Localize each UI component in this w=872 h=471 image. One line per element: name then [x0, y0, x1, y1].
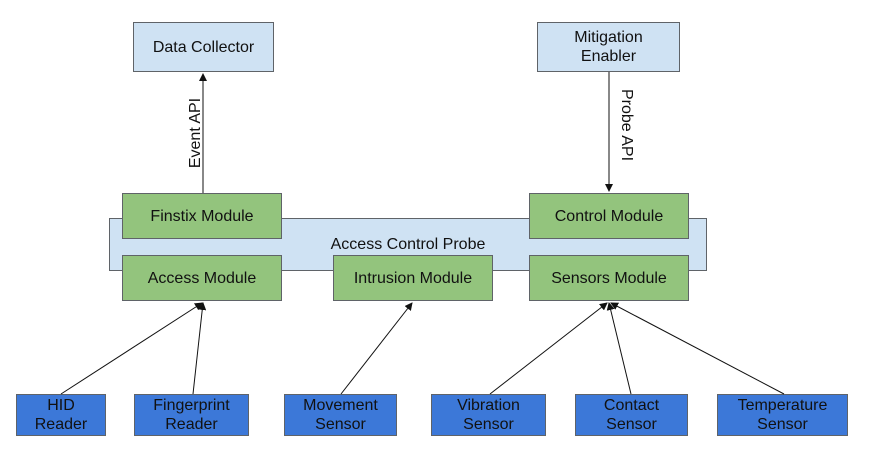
device-line1: Movement: [303, 397, 378, 414]
device-line2: Reader: [34, 416, 88, 433]
device-line1: Temperature: [737, 397, 828, 414]
device-line1: Contact: [603, 397, 660, 414]
sensors-module-box: Sensors Module: [529, 255, 689, 301]
contact-to-sensors-arrow: [606, 302, 632, 395]
movement-to-intrusion-arrow: [340, 302, 413, 395]
device-line2: Sensor: [463, 416, 514, 433]
data-collector-box: Data Collector: [133, 22, 274, 72]
intrusion-module-label: Intrusion Module: [353, 269, 473, 287]
access-module-label: Access Module: [147, 269, 257, 287]
mitigation-enabler-label-line1: Mitigation: [574, 29, 643, 46]
device-line1: HID: [47, 397, 75, 414]
intrusion-module-box: Intrusion Module: [333, 255, 493, 301]
device-fingerprint-reader: Fingerprint Reader: [134, 394, 249, 436]
device-line2: Sensor: [606, 416, 657, 433]
mitigation-enabler-box: Mitigation Enabler: [537, 22, 680, 72]
device-hid-reader: HID Reader: [16, 394, 106, 436]
device-vibration-sensor: Vibration Sensor: [431, 394, 546, 436]
control-module-box: Control Module: [529, 193, 689, 239]
sensors-module-label: Sensors Module: [551, 269, 667, 287]
access-module-box: Access Module: [122, 255, 282, 301]
temperature-to-sensors-arrow: [610, 302, 785, 395]
probe-api-label: Probe API: [618, 88, 635, 162]
mitigation-enabler-label-line2: Enabler: [580, 48, 637, 65]
finstix-module-label: Finstix Module: [150, 207, 254, 225]
control-module-label: Control Module: [554, 207, 664, 225]
hid-to-access-arrow: [60, 302, 203, 395]
device-line1: Fingerprint: [153, 397, 230, 414]
data-collector-label: Data Collector: [152, 38, 255, 56]
device-line2: Sensor: [757, 416, 808, 433]
finstix-module-box: Finstix Module: [122, 193, 282, 239]
device-temperature-sensor: Temperature Sensor: [717, 394, 848, 436]
device-line2: Sensor: [315, 416, 366, 433]
device-line2: Reader: [165, 416, 218, 433]
vibration-to-sensors-arrow: [489, 302, 608, 395]
fingerprint-to-access-arrow: [192, 302, 207, 395]
device-contact-sensor: Contact Sensor: [575, 394, 688, 436]
access-control-probe-label: Access Control Probe: [330, 236, 486, 253]
device-line1: Vibration: [457, 397, 520, 414]
device-movement-sensor: Movement Sensor: [284, 394, 397, 436]
event-api-label: Event API: [187, 97, 204, 169]
